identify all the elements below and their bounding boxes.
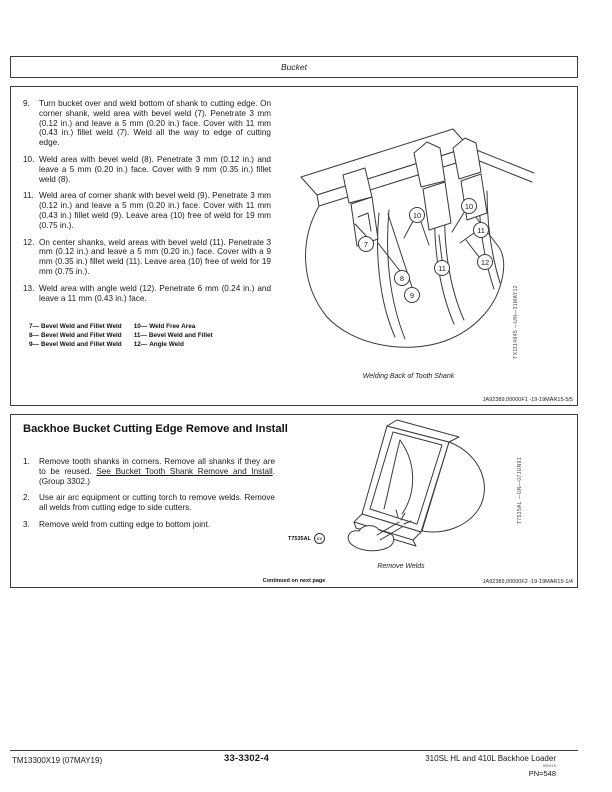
legend-key: 8—	[29, 331, 39, 339]
legend-key: 12—	[133, 340, 148, 348]
step-number: 11.	[23, 191, 34, 201]
step-number: 3.	[23, 519, 30, 529]
callout-12: 12	[477, 254, 493, 270]
legend-label: Bevel Weld and Fillet Weld	[40, 323, 122, 330]
step-item: 1. Remove tooth shanks in corners. Remov…	[23, 457, 275, 486]
callout-number: 8	[400, 274, 404, 283]
figure-caption: Remove Welds	[377, 563, 425, 570]
step-number: 13.	[23, 283, 35, 293]
callout-11b: 11	[434, 260, 450, 276]
step-text-before: Remove tooth shanks in corners. Remove a…	[39, 457, 275, 476]
step-item: 12. On center shanks, weld areas with be…	[23, 238, 271, 277]
weld-legend: 7—Bevel Weld and Fillet Weld 8—Bevel Wel…	[29, 323, 213, 350]
step-number: 10.	[23, 154, 35, 164]
legend-column: 7—Bevel Weld and Fillet Weld 8—Bevel Wel…	[29, 323, 122, 350]
step-item: 13. Weld area with angle weld (12). Pene…	[23, 284, 271, 304]
legend-column: 10—Weld Free Area 11—Bevel Weld and Fill…	[134, 323, 213, 350]
step-item: 3. Remove weld from cutting edge to bott…	[23, 520, 275, 530]
step-item: 10. Weld area with bevel weld (8). Penet…	[23, 155, 271, 184]
footer-print-code: 090119	[542, 763, 556, 768]
section-cutting-edge-remove: Backhoe Bucket Cutting Edge Remove and I…	[10, 414, 578, 588]
legend-key: 7—	[29, 323, 39, 330]
footer-pn: PN=548	[528, 769, 556, 778]
legend-item: 7—Bevel Weld and Fillet Weld	[29, 323, 122, 332]
legend-label: Angle Weld	[149, 340, 184, 348]
legend-item: 8—Bevel Weld and Fillet Weld	[29, 332, 122, 341]
step-text-after: . (Group 3302.)	[39, 466, 275, 486]
figure-id: JA92389,00000F2 -19-19MAR15-1/4	[482, 579, 573, 585]
callout-number: 12	[481, 258, 489, 267]
figure-caption: Welding Back of Tooth Shank	[362, 373, 455, 380]
figure-label-code: T7535AL	[288, 535, 311, 542]
step-item: 2. Use air arc equipment or cutting torc…	[23, 493, 275, 513]
callout-number: 10	[465, 202, 473, 211]
remove-welds-illustration	[347, 419, 485, 552]
step-list: 9. Turn bucket over and weld bottom of s…	[23, 99, 271, 310]
step-text: Weld area with angle weld (12). Penetrat…	[39, 283, 271, 303]
step-text: On center shanks, weld areas with bevel …	[39, 237, 271, 276]
step-text: Weld area of corner shank with bevel wel…	[39, 191, 271, 230]
figure-code-vertical: T7535AL —UN—07JUN91	[517, 457, 523, 525]
legend-label: Bevel Weld and Fillet Weld	[40, 331, 122, 339]
cv-badge-icon: CV	[313, 533, 325, 544]
legend-item: 12—Angle Weld	[134, 341, 213, 350]
callout-number: 11	[477, 226, 485, 235]
figure-id: JA92389,00000F1 -19-19MAR15-5/5	[482, 397, 573, 403]
legend-label: Bevel Weld and Fillet	[148, 331, 213, 339]
bucket-upright-drawing	[353, 419, 485, 547]
legend-item: 10—Weld Free Area	[134, 323, 213, 332]
step-text: Remove tooth shanks in corners. Remove a…	[39, 457, 275, 486]
continued-note: Continued on next page	[262, 578, 326, 584]
callout-9: 9	[404, 287, 420, 303]
cross-reference-link[interactable]: See Bucket Tooth Shank Remove and Instal…	[96, 466, 273, 476]
footer-right-block: 310SL HL and 410L Backhoe Loader 090119 …	[425, 754, 556, 778]
step-text: Weld area with bevel weld (8). Penetrate…	[39, 154, 271, 184]
footer-manual-code: TM13300X19 (07MAY19)	[12, 756, 103, 765]
legend-key: 9—	[29, 340, 39, 348]
footer-rule	[10, 750, 578, 751]
callout-7: 7	[358, 236, 374, 252]
callout-10b: 10	[461, 198, 477, 214]
step-text: Remove weld from cutting edge to bottom …	[39, 519, 211, 529]
running-header: Bucket	[10, 56, 578, 78]
callout-number: 10	[413, 211, 421, 220]
figure-label: T7535AL CV	[288, 533, 325, 544]
legend-key: 10—	[133, 323, 148, 330]
section-tooth-shank-weld: 9. Turn bucket over and weld bottom of s…	[10, 86, 578, 406]
legend-item: 11—Bevel Weld and Fillet	[134, 332, 213, 341]
callout-10a: 10	[409, 207, 425, 223]
step-item: 11. Weld area of corner shank with bevel…	[23, 191, 271, 230]
figure-code-vertical: TX1114945 —UN—31MAY12	[513, 285, 519, 359]
legend-label: Weld Free Area	[149, 323, 196, 330]
legend-item: 9—Bevel Weld and Fillet Weld	[29, 341, 122, 350]
step-list: 1. Remove tooth shanks in corners. Remov…	[23, 457, 275, 537]
header-title: Bucket	[281, 62, 307, 72]
legend-key: 11—	[133, 331, 147, 339]
callout-number: 7	[364, 240, 368, 249]
step-number: 2.	[23, 493, 30, 503]
callout-number: 9	[410, 291, 414, 300]
step-text: Use air arc equipment or cutting torch t…	[39, 493, 275, 513]
callout-number: 11	[438, 264, 446, 273]
callout-8: 8	[394, 270, 410, 286]
footer-model: 310SL HL and 410L Backhoe Loader	[425, 754, 556, 763]
step-number: 1.	[23, 457, 30, 466]
step-number: 12.	[23, 237, 35, 247]
bucket-rear-drawing	[300, 128, 535, 348]
footer-page-number: 33-3302-4	[224, 753, 270, 764]
step-text: Turn bucket over and weld bottom of shan…	[39, 99, 271, 148]
torch-hand-drawing	[347, 509, 412, 552]
step-item: 9. Turn bucket over and weld bottom of s…	[23, 99, 271, 148]
legend-label: Bevel Weld and Fillet Weld	[40, 340, 122, 348]
callout-11a: 11	[473, 222, 489, 238]
step-number: 9.	[23, 99, 30, 108]
section-heading: Backhoe Bucket Cutting Edge Remove and I…	[23, 423, 288, 435]
tooth-shank-weld-illustration: 7 8 9 10 10 11	[300, 128, 535, 348]
